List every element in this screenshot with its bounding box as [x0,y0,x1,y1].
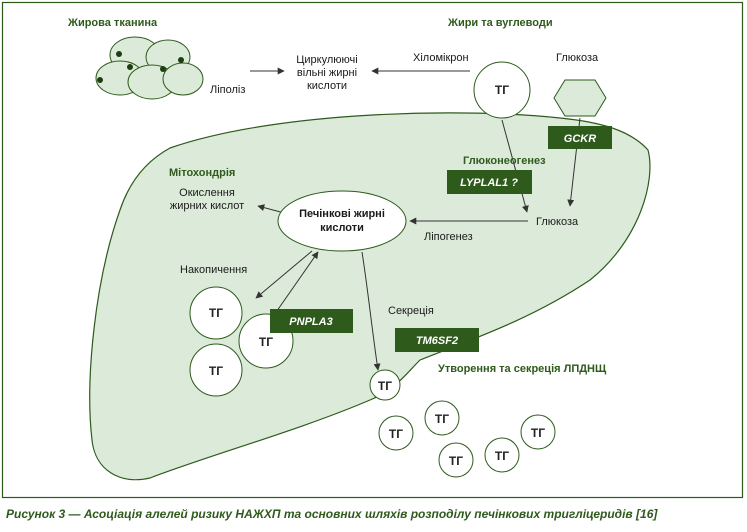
tg-droplet-label: ТГ [259,335,273,349]
vldl-particle-label: ТГ [389,427,403,441]
vldl-particle [369,369,401,401]
glucose-top-label: Глюкоза [556,52,599,64]
vldl-particle-label: ТГ [449,454,463,468]
gene-box-pnpla3 [270,309,353,333]
gene-box-tm6sf2 [395,328,479,352]
gene-box-lyplal1 [447,170,532,194]
tg-droplet-label: ТГ [209,364,223,378]
chylomicron-tg-label: ТГ [495,83,509,97]
accumulation-label: Накопичення [180,264,247,276]
glucose-hexagon-icon [553,79,607,117]
accumulation-arrow [255,250,313,299]
vldl-particle [378,415,414,451]
fats-carbs-label: Жири та вуглеводи [447,17,553,29]
lipolysis-label: Ліполіз [210,84,245,96]
vldl-particle [520,414,556,450]
ffa-label-3: кислоти [307,80,347,92]
vldl-particle-label: ТГ [531,426,545,440]
chylomicron-label: Хіломікрон [413,52,469,64]
secretion-label: Секреція [388,305,434,317]
gene-pnpla3-label: PNPLA3 [289,316,332,328]
gene-lyplal1-label: LYPLAL1 ? [460,177,518,189]
gene-box-gckr [548,126,612,149]
vldl-label: Утворення та секреція ЛПДНЩ [438,363,607,375]
tg-droplet [189,343,243,397]
figure-caption: Рисунок 3 — Асоціація алелей ризику НАЖХ… [6,507,658,521]
figure-frame [1,1,744,499]
gluconeogenesis-label: Глюконеогенез [463,155,546,167]
gene-gckr-label: GCKR [564,133,596,145]
oxidation-label-1: Окислення [179,187,235,199]
vldl-particle [438,442,474,478]
liver-fa-label-2: кислоти [320,222,364,234]
tg-droplet-label: ТГ [209,306,223,320]
glucose-liver-label: Глюкоза [536,216,579,228]
vldl-particle [424,400,460,436]
secretion-arrow [361,251,381,371]
chylomicron-to-glucose-arrow [501,119,529,213]
ffa-label-1: Циркулюючі [296,54,357,66]
chylomicron-tg-circle [473,61,531,119]
mitochondria-label: Мітохондрія [169,167,235,179]
vldl-particle [484,437,520,473]
ffa-label-2: вільні жирні [297,67,357,79]
liver-fa-label-1: Печінкові жирні [299,208,385,220]
adipose-label: Жирова тканина [67,17,158,29]
tg-droplet [189,286,243,340]
pnpla3-release-arrow [271,251,319,319]
liver-fatty-acids-node [277,190,407,252]
adipose-cells [95,36,204,100]
vldl-particle-label: ТГ [378,379,392,393]
lipogenesis-label: Ліпогенез [424,231,473,243]
gene-tm6sf2-label: TM6SF2 [416,335,458,347]
vldl-particle-label: ТГ [495,449,509,463]
oxidation-label-2: жирних кислот [170,200,244,212]
vldl-particle-label: ТГ [435,412,449,426]
